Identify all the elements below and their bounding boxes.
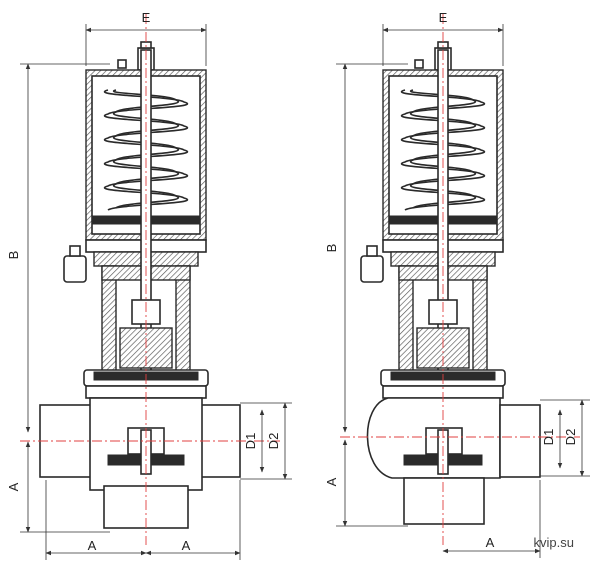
- right-dim-a-vertical-label: A: [324, 477, 339, 486]
- left-dim-b-label: B: [6, 251, 21, 260]
- right-dim-d1-label: D1: [541, 429, 556, 446]
- left-dim-e-label: E: [142, 10, 151, 25]
- right-valve-view: E B A A D1 D2: [324, 10, 590, 558]
- left-dim-a-bottom-right-label: A: [182, 538, 191, 553]
- right-bottom-pipe: [403, 477, 485, 525]
- right-dim-b-label: B: [324, 244, 339, 253]
- left-dim-d1-label: D1: [243, 433, 258, 450]
- left-dim-a-bottom-left-label: A: [88, 538, 97, 553]
- left-dim-d2-label: D2: [266, 433, 281, 450]
- watermark: kvip.su: [533, 535, 574, 550]
- right-dim-a-bottom-label: A: [486, 535, 495, 550]
- left-dim-a-vertical-label: A: [6, 482, 21, 491]
- right-dim-d2-label: D2: [563, 429, 578, 446]
- right-dim-e-label: E: [439, 10, 448, 25]
- right-outlet-pipe: [499, 404, 541, 478]
- left-valve-view: E B A A A D1 D2: [6, 10, 292, 560]
